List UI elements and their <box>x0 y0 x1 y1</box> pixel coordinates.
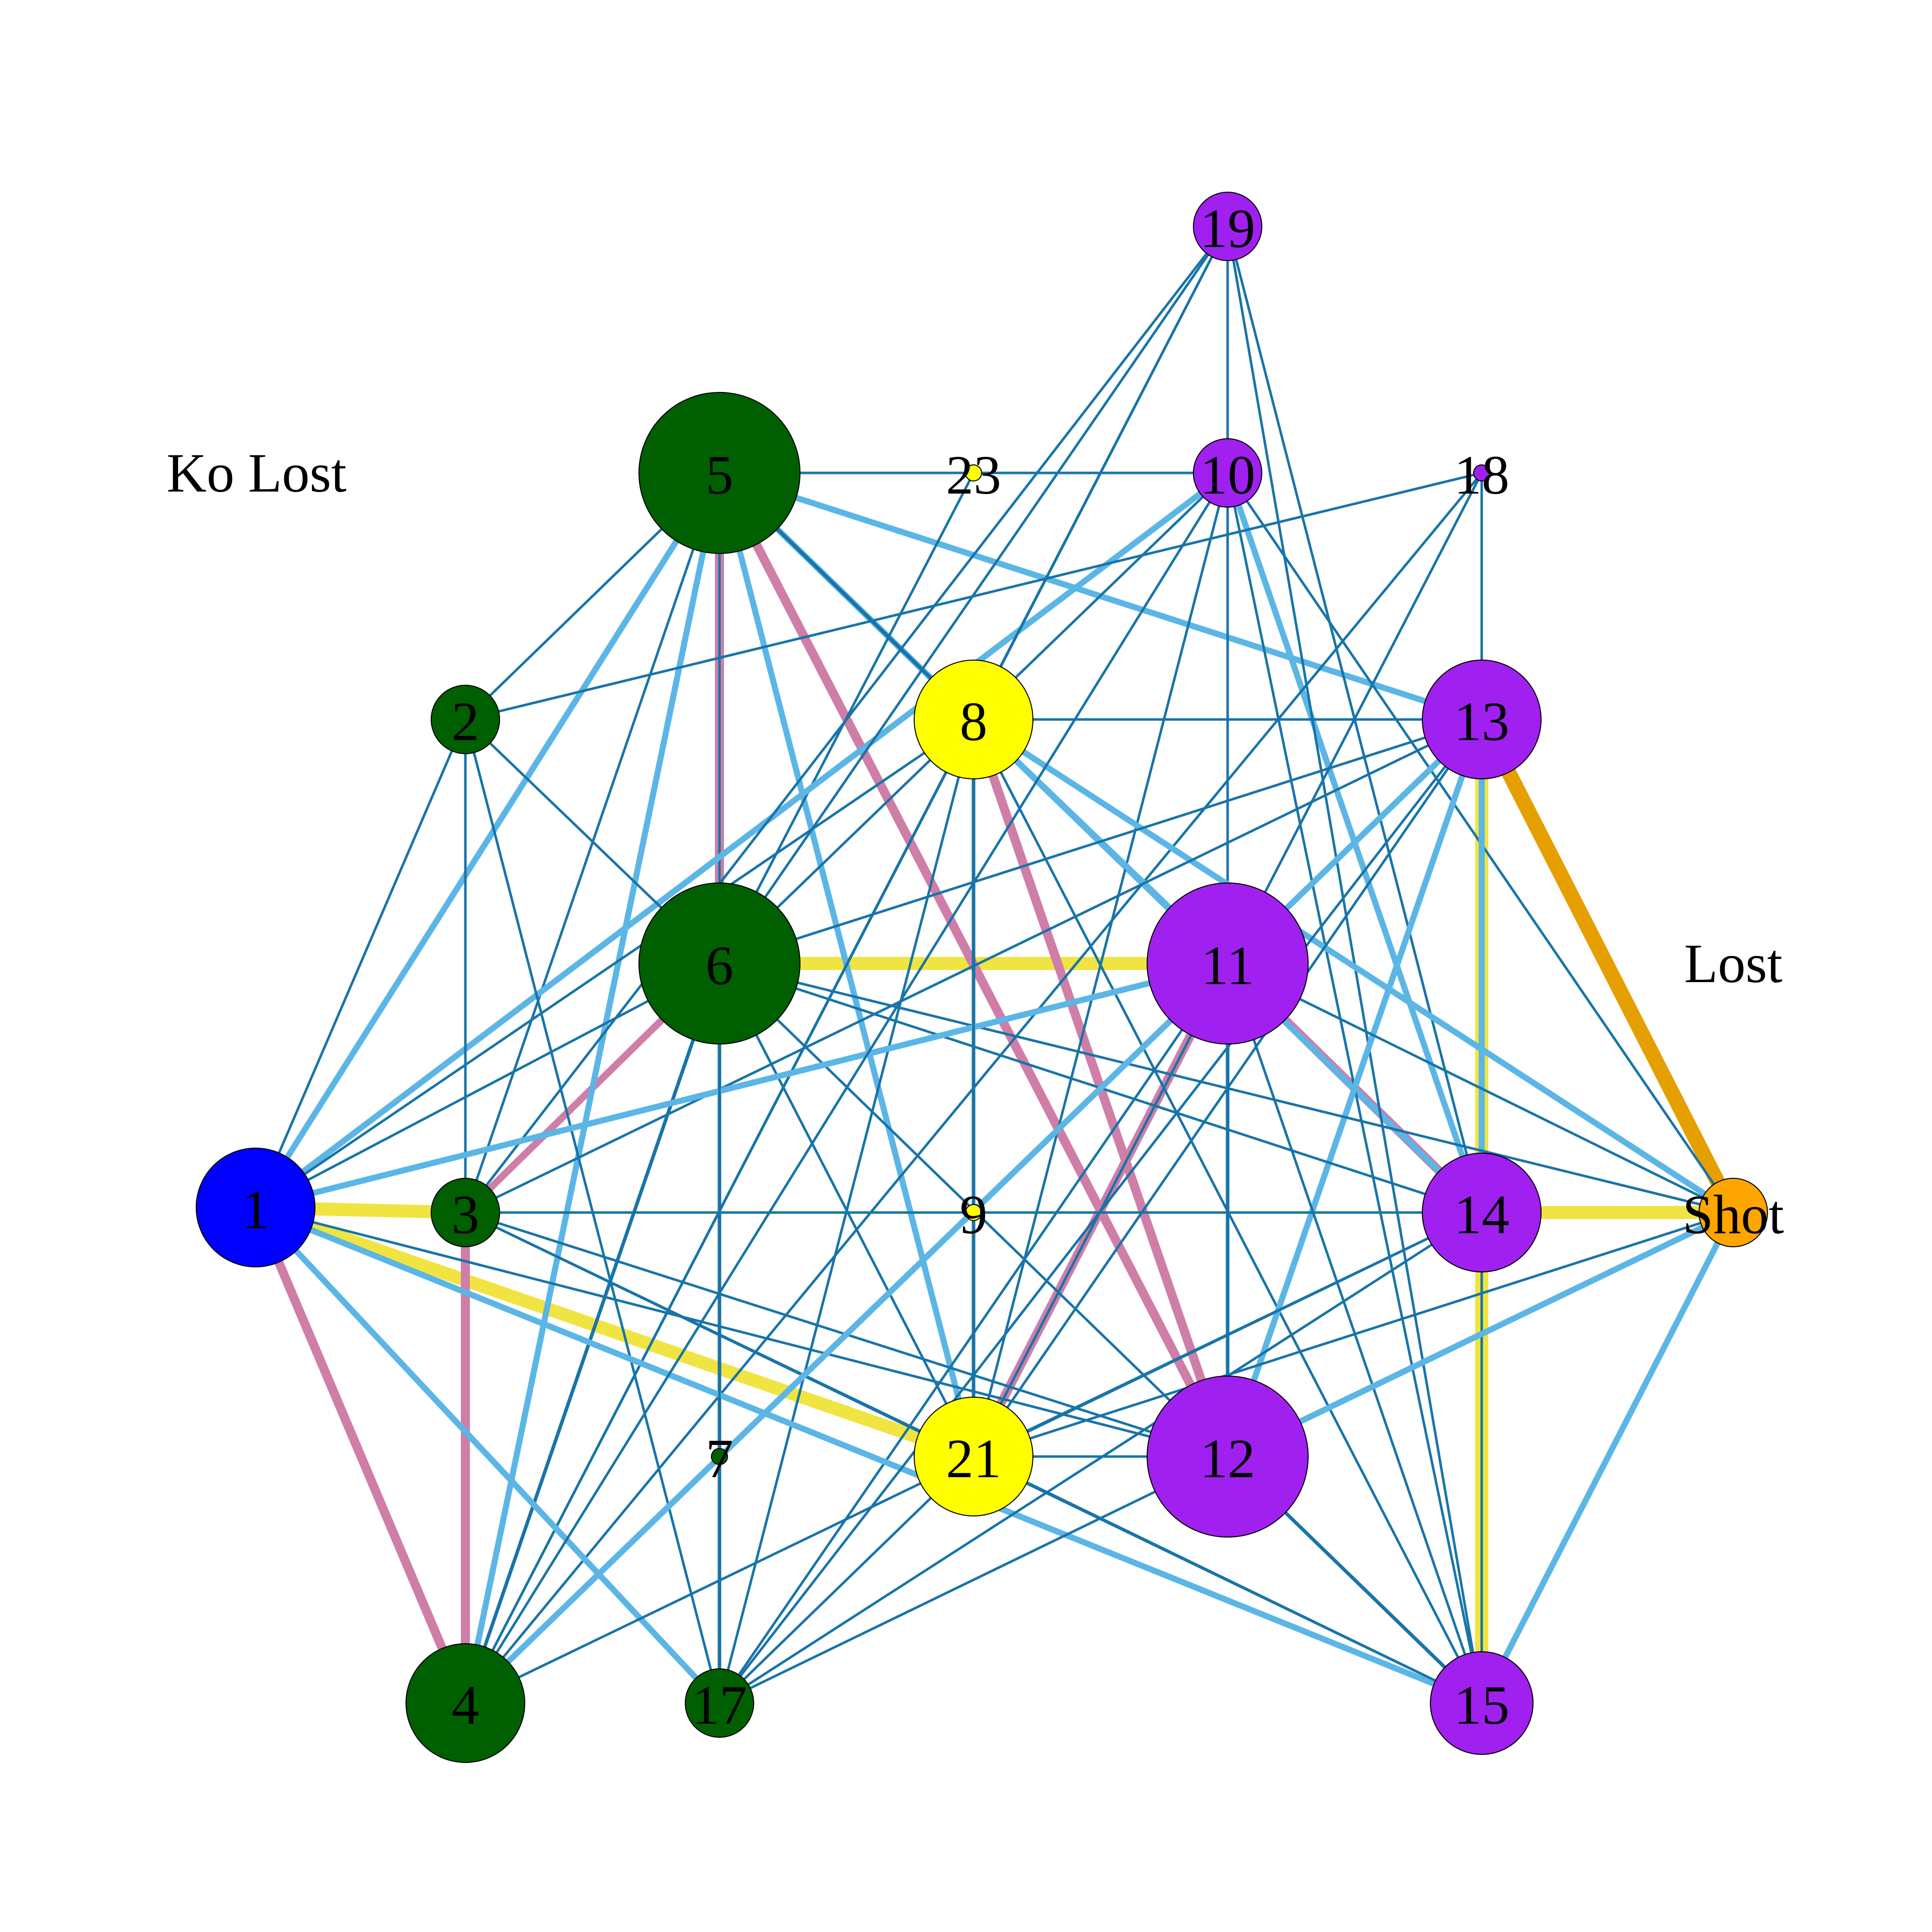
node-12: 12 <box>1147 1376 1309 1538</box>
node-label-5: 5 <box>706 444 734 506</box>
node-circle-4 <box>406 1643 525 1763</box>
node-circle-18 <box>1473 464 1490 481</box>
node-15: 15 <box>1430 1651 1534 1755</box>
edge-18-2 <box>464 471 1483 721</box>
node-circle-23 <box>965 464 982 481</box>
edge-13-12 <box>1225 716 1485 1460</box>
node-label-8: 8 <box>960 691 988 752</box>
node-5: 5 <box>638 392 800 554</box>
node-2: 2 <box>431 685 500 754</box>
node-label-7: 7 <box>706 1428 734 1489</box>
node-label-2: 2 <box>452 691 479 752</box>
edge-1-4 <box>251 1203 470 1708</box>
node-18: 18 <box>1454 444 1509 506</box>
node-10: 10 <box>1193 438 1262 508</box>
edge-8-1 <box>254 718 975 1209</box>
node-circle-17 <box>685 1668 754 1738</box>
node-circle-6 <box>638 882 800 1044</box>
edge-11-1 <box>253 960 1231 1211</box>
node-7: 7 <box>706 1428 734 1489</box>
node-8: 8 <box>914 660 1033 779</box>
node-label-19: 19 <box>1200 198 1255 259</box>
node-label-15: 15 <box>1454 1674 1509 1736</box>
node-11: 11 <box>1147 882 1309 1044</box>
node-circle-10 <box>1193 438 1262 508</box>
edge-19-3 <box>464 225 1229 1214</box>
node-circle-5 <box>638 392 800 554</box>
edge-8-shot <box>971 716 1736 1216</box>
edge-19-8 <box>972 225 1229 721</box>
node-circle-13 <box>1422 660 1542 779</box>
node-13: 13 <box>1422 660 1542 779</box>
lost-label: Lost <box>1684 933 1783 994</box>
edge-21-shot <box>972 1211 1735 1458</box>
node-label-9: 9 <box>960 1184 988 1245</box>
node-circle-12 <box>1147 1376 1309 1538</box>
edge-6-1 <box>254 962 721 1209</box>
node-circle-15 <box>1430 1651 1534 1755</box>
edge-1-17 <box>253 1204 722 1706</box>
node-14: 14 <box>1422 1153 1542 1272</box>
edge-4-10 <box>464 471 1229 1705</box>
edge-1-21 <box>249 1201 980 1463</box>
edge-2-1 <box>254 718 467 1209</box>
edge-15-shot <box>1479 1210 1736 1706</box>
node-9: 9 <box>960 1184 988 1245</box>
node-circle-9 <box>965 1204 982 1221</box>
node-label-6: 6 <box>706 935 734 996</box>
node-label-3: 3 <box>452 1184 479 1245</box>
node-3: 3 <box>431 1178 500 1247</box>
node-23: 23 <box>946 444 1001 506</box>
edge-12-shot <box>1225 1210 1736 1460</box>
edge-12-17 <box>718 1455 1229 1705</box>
node-label-13: 13 <box>1454 691 1509 752</box>
edge-14-21 <box>972 1211 1483 1458</box>
node-6: 6 <box>638 882 800 1044</box>
node-label-11: 11 <box>1201 935 1254 996</box>
node-label-10: 10 <box>1200 444 1255 506</box>
node-circle-21 <box>914 1397 1033 1516</box>
node-circle-3 <box>431 1178 500 1247</box>
node-shot: Shot <box>1682 1178 1784 1247</box>
node-label-4: 4 <box>452 1674 479 1736</box>
node-19: 19 <box>1193 192 1262 261</box>
node-circle-1 <box>196 1148 315 1267</box>
edge-5-4 <box>462 470 722 1706</box>
edge-6-4 <box>463 961 721 1705</box>
node-label-1: 1 <box>242 1179 270 1240</box>
edge-13-shot <box>1474 712 1741 1220</box>
node-label-12: 12 <box>1200 1428 1255 1489</box>
edge-13-6 <box>718 718 1483 965</box>
node-1: 1 <box>196 1148 315 1267</box>
node-circle-shot <box>1699 1178 1768 1247</box>
node-label-shot: Shot <box>1682 1184 1784 1245</box>
node-label-21: 21 <box>946 1428 1001 1489</box>
edge-5-1 <box>253 470 722 1211</box>
edge-10-1 <box>253 470 1231 1211</box>
edge-1-12 <box>254 1206 1229 1458</box>
edge-1-15 <box>253 1204 1485 1706</box>
node-circle-19 <box>1193 192 1262 261</box>
node-circle-2 <box>431 685 500 754</box>
edge-21-15 <box>972 1455 1483 1705</box>
edge-6-21 <box>718 962 975 1458</box>
node-21: 21 <box>914 1397 1033 1516</box>
node-label-23: 23 <box>946 444 1001 506</box>
edge-17-13 <box>718 718 1483 1705</box>
node-17: 17 <box>685 1668 754 1738</box>
node-4: 4 <box>406 1643 525 1763</box>
node-circle-7 <box>711 1448 728 1465</box>
node-label-18: 18 <box>1454 444 1509 506</box>
node-circle-8 <box>914 660 1033 779</box>
node-label-14: 14 <box>1454 1184 1509 1245</box>
node-label-17: 17 <box>692 1674 747 1736</box>
node-circle-14 <box>1422 1153 1542 1272</box>
node-circle-11 <box>1147 882 1309 1044</box>
ko-lost-label: Ko Lost <box>167 442 347 504</box>
edge-11-shot <box>1226 962 1735 1214</box>
